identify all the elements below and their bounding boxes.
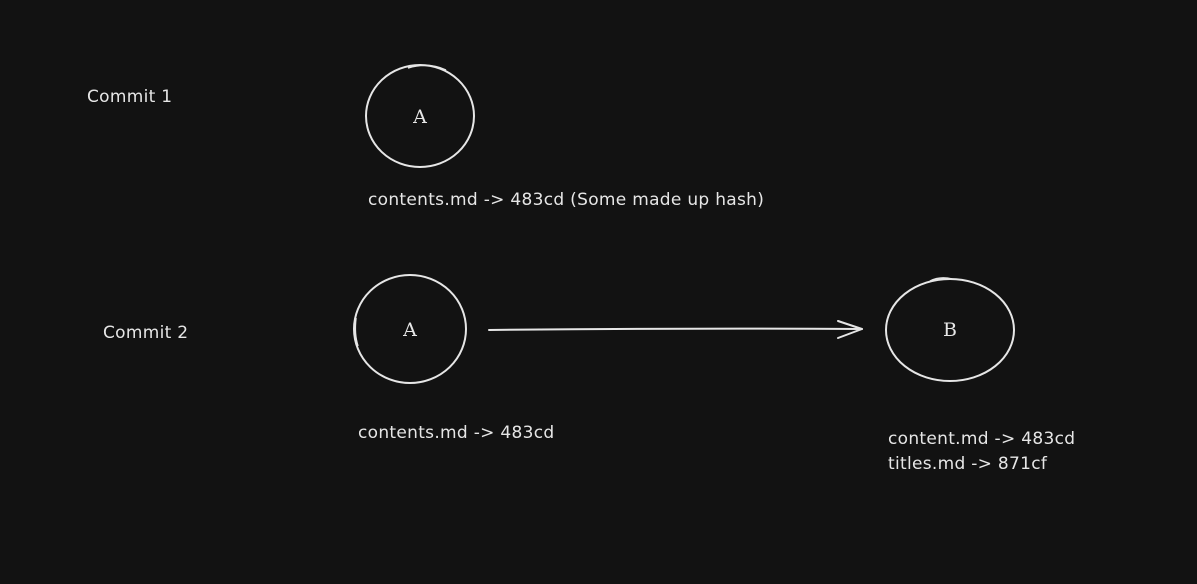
node-a-commit-1-letter: A	[412, 106, 427, 128]
commit-2-label: Commit 2	[103, 323, 189, 343]
node-b-commit-2-caption-line-2: titles.md -> 871cf	[888, 454, 1048, 474]
node-b-commit-2: B	[885, 277, 1015, 382]
edge-arrow-a-to-b	[488, 320, 863, 339]
node-a-commit-2: A	[353, 274, 467, 384]
commit-1-label: Commit 1	[87, 87, 173, 107]
node-a-commit-2-caption: contents.md -> 483cd	[358, 423, 555, 443]
node-a-commit-1-caption: contents.md -> 483cd (Some made up hash)	[368, 190, 765, 210]
node-b-commit-2-caption-line-1: content.md -> 483cd	[888, 429, 1076, 449]
node-a-commit-1: A	[365, 64, 475, 168]
node-b-commit-2-letter: B	[943, 319, 957, 341]
node-a-commit-2-letter: A	[402, 319, 417, 341]
